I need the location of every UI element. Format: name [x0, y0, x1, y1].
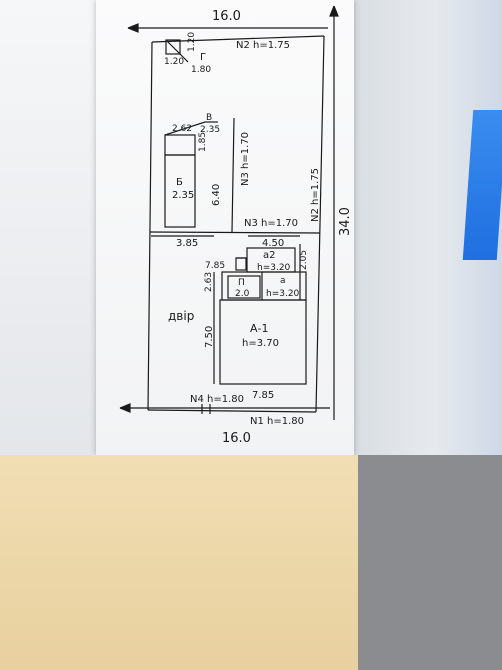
yard-right-dim: 4.50 — [262, 238, 284, 249]
arrow-icon — [119, 403, 131, 413]
yard-left-dim: 3.85 — [176, 238, 198, 249]
a-height: h=3.20 — [266, 289, 300, 299]
vertical-263: 2.63 — [204, 272, 214, 292]
building-b — [164, 154, 196, 228]
total-length-label: 34.0 — [338, 207, 353, 236]
v-dim-b: 2.35 — [200, 125, 220, 135]
fence-n3-horizontal-label: N3 h=1.70 — [244, 218, 298, 229]
a1-height: h=3.70 — [242, 338, 279, 349]
fence-n4-label: N4 h=1.80 — [190, 394, 244, 405]
background-bottom-right — [358, 455, 502, 670]
p-dim: 2.0 — [235, 289, 250, 299]
a2-dim-left: 7.85 — [205, 261, 225, 271]
yard-label: двір — [168, 309, 194, 323]
plan-sheet — [96, 0, 354, 455]
b-width: 2.35 — [172, 190, 194, 201]
v-dim-a: 2.62 — [172, 124, 192, 134]
v-dim-c: 1.85 — [198, 132, 208, 152]
building-a1 — [219, 299, 307, 385]
a2-label: а2 — [263, 250, 276, 261]
g-width: 1.20 — [164, 57, 184, 67]
fence-n1-label: N1 h=1.80 — [250, 416, 304, 427]
fence-n2-right: N2 h=1.75 — [310, 168, 321, 222]
b-label: Б — [176, 177, 183, 188]
fence-n3-vertical — [231, 117, 235, 233]
building-g — [165, 39, 181, 55]
building-v — [164, 134, 196, 156]
g-height: 1.20 — [187, 32, 197, 52]
a1-bottom: 7.85 — [252, 390, 274, 401]
fence-n3-vertical-label: N3 h=1.70 — [240, 132, 251, 186]
boundary-right — [315, 35, 325, 413]
building-p — [227, 275, 261, 299]
a1-side: 7.50 — [204, 326, 215, 348]
boundary-left — [147, 41, 153, 411]
boundary-top — [151, 35, 325, 43]
a-label: а — [280, 276, 286, 286]
b-height: 6.40 — [211, 184, 222, 206]
bottom-width-label: 16.0 — [222, 431, 251, 446]
boundary-bottom — [147, 409, 317, 413]
fence-n2-top: N2 h=1.75 — [236, 40, 290, 51]
p-label: П — [238, 278, 245, 288]
v-label: В — [206, 113, 212, 123]
arrow-icon — [329, 5, 339, 17]
a2-height: h=3.20 — [257, 263, 291, 273]
fence-n3-horizontal — [149, 231, 321, 234]
kraft-paper — [0, 455, 358, 670]
a2-height-dim: 2.05 — [299, 250, 309, 270]
g-offset: 1.80 — [191, 65, 211, 75]
top-width-label: 16.0 — [212, 9, 241, 24]
a1-label: А-1 — [250, 322, 269, 335]
porch — [235, 257, 247, 271]
g-label: Г — [200, 52, 206, 63]
arrow-icon — [127, 23, 139, 33]
